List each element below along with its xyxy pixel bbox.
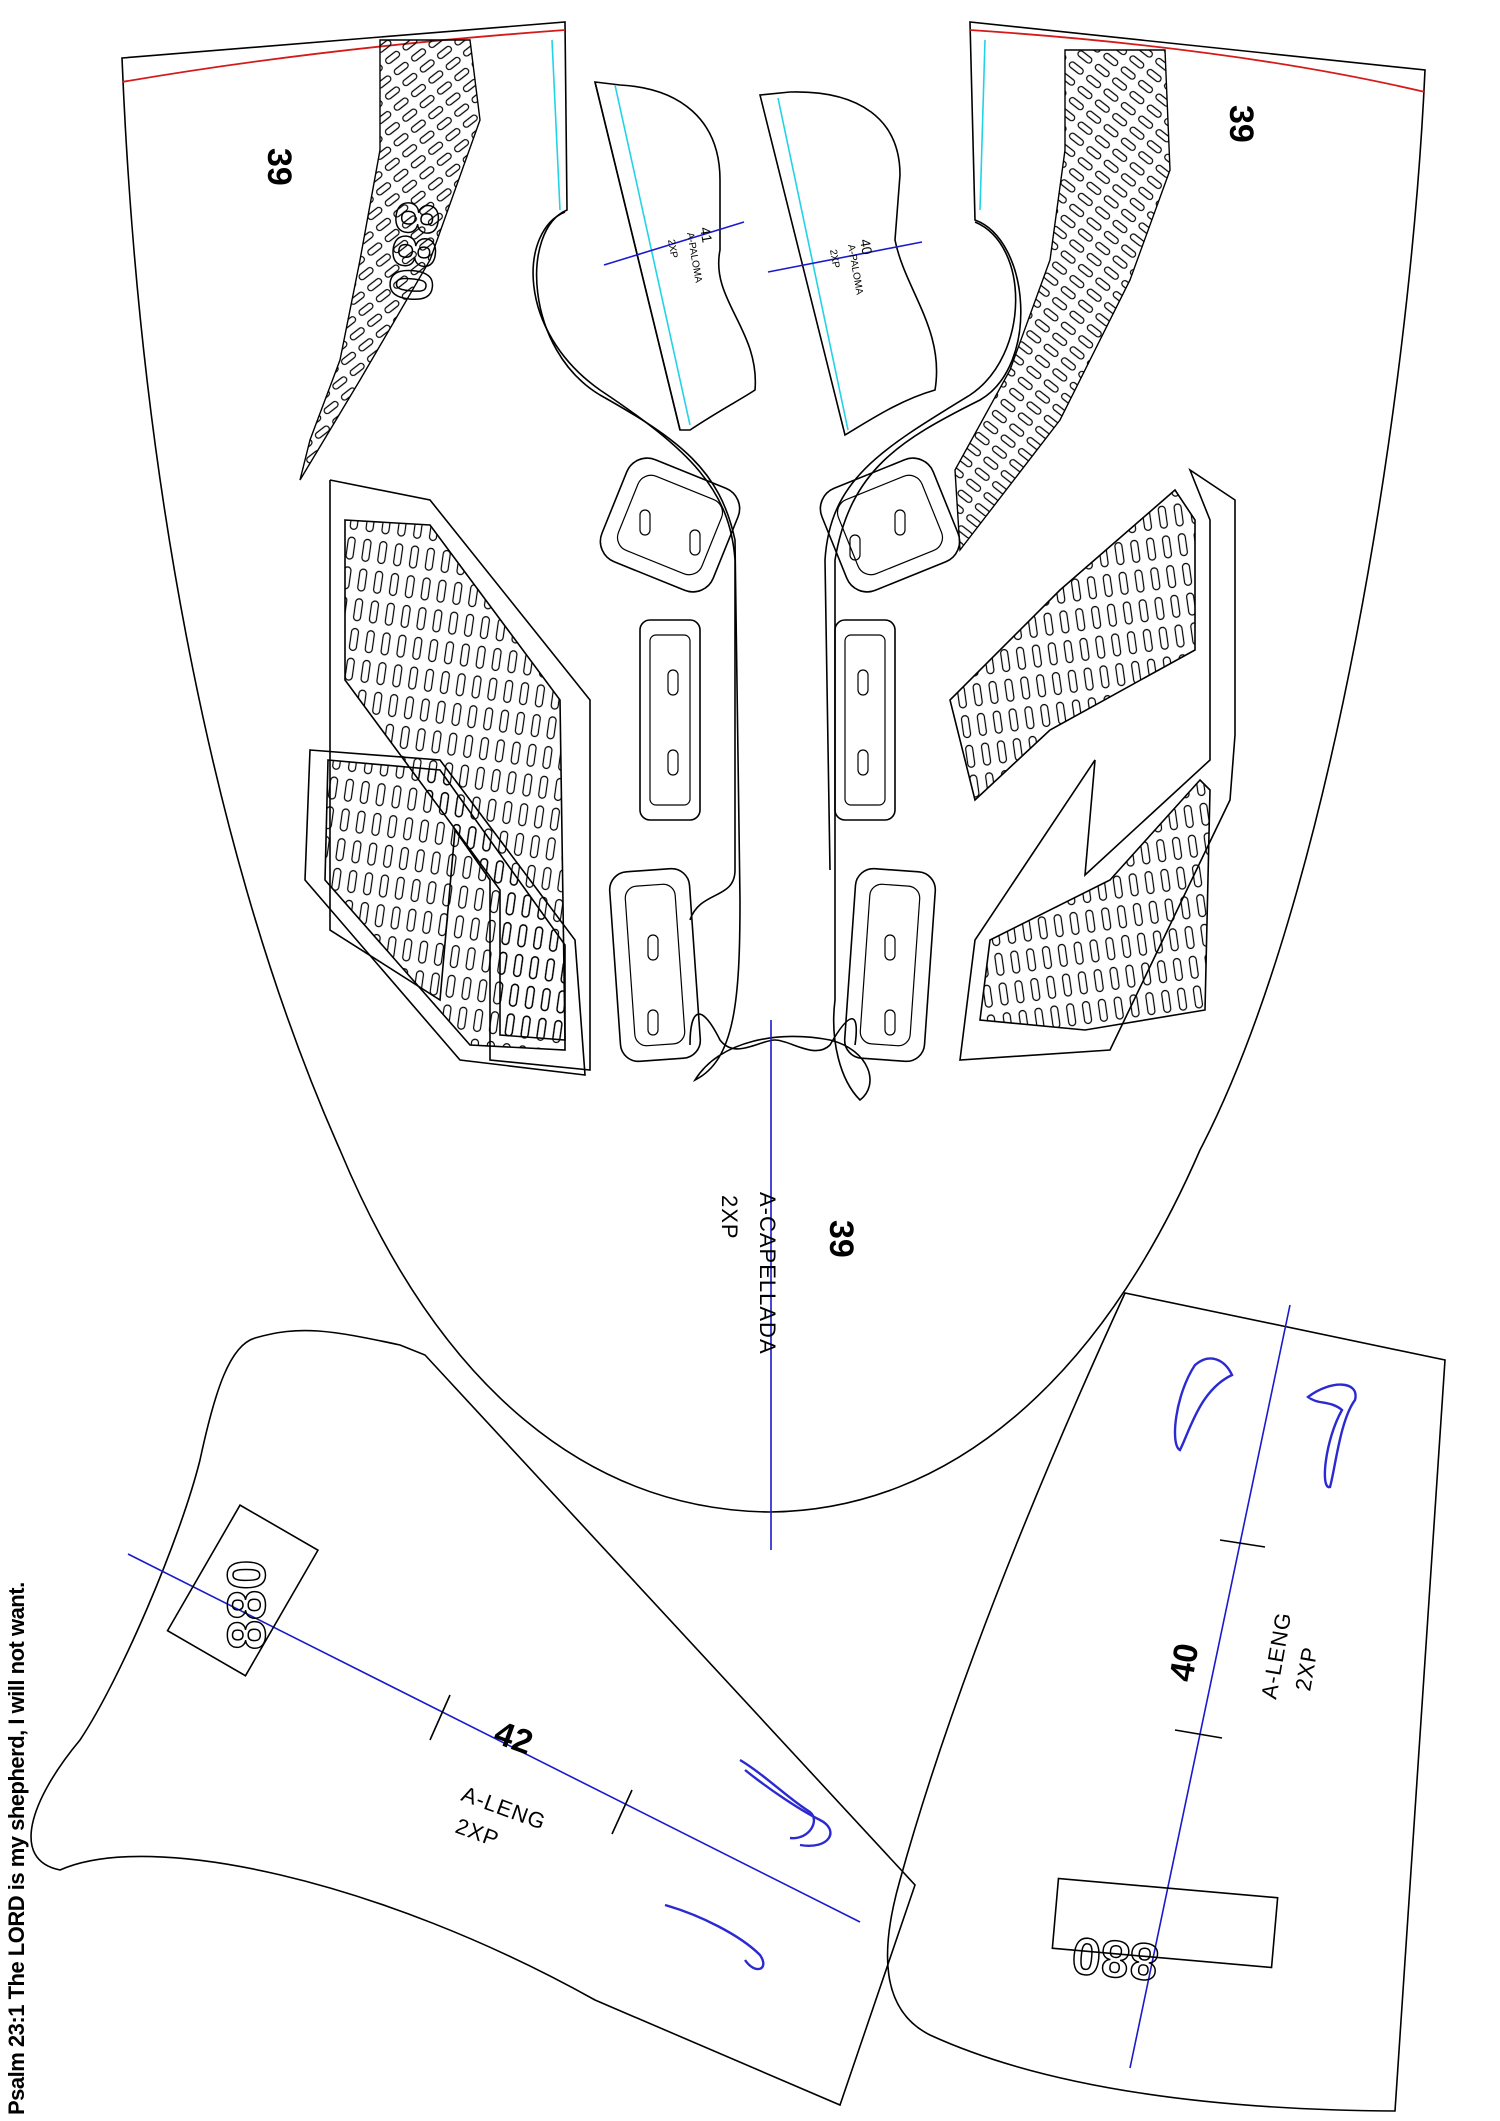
leng-right-size: 40 [1162, 1641, 1206, 1685]
capellada-qty: 2XP [717, 1195, 742, 1240]
paloma-left-qty: 2XP [665, 239, 679, 260]
leng-right-qty: 2XP [1290, 1645, 1322, 1693]
leng-right-logo: 880 [1070, 1925, 1161, 1990]
paloma-left-size: 41 [697, 226, 715, 244]
leng-left-piece: 880 42 A-LENG 2XP [30, 1329, 916, 2107]
eyelet-row-right [819, 457, 961, 1063]
leng-right-piece: 880 40 A-LENG 2XP [886, 1292, 1446, 2112]
notch-mark [744, 1769, 832, 1847]
paloma-right-qty: 2XP [827, 249, 841, 270]
leng-left-size: 42 [489, 1714, 538, 1763]
capellada-piece: 39 39 39 A-CAPELLADA 2XP 880 [121, 21, 1426, 1550]
capellada-size-left: 39 [260, 148, 298, 186]
leng-left-qty: 2XP [452, 1813, 502, 1852]
n-logo-right [949, 467, 1236, 1061]
capellada-name: A-CAPELLADA [755, 1192, 780, 1355]
footer-note: Psalm 23:1 The LORD is my shepherd, I wi… [4, 1582, 29, 2115]
eyelet-row-left [599, 457, 741, 1063]
capellada-logo-880: 880 [376, 199, 451, 305]
n-logo-left [304, 479, 591, 1076]
leng-left-logo: 880 [217, 1560, 277, 1650]
paloma-right-piece: 40 A-PALOMA 2XP [758, 91, 938, 437]
capellada-size-center: 39 [822, 1220, 860, 1258]
capellada-size-right: 39 [1222, 105, 1260, 143]
paloma-left-piece: 41 A-PALOMA 2XP [593, 81, 757, 431]
paloma-right-size: 40 [857, 238, 875, 256]
